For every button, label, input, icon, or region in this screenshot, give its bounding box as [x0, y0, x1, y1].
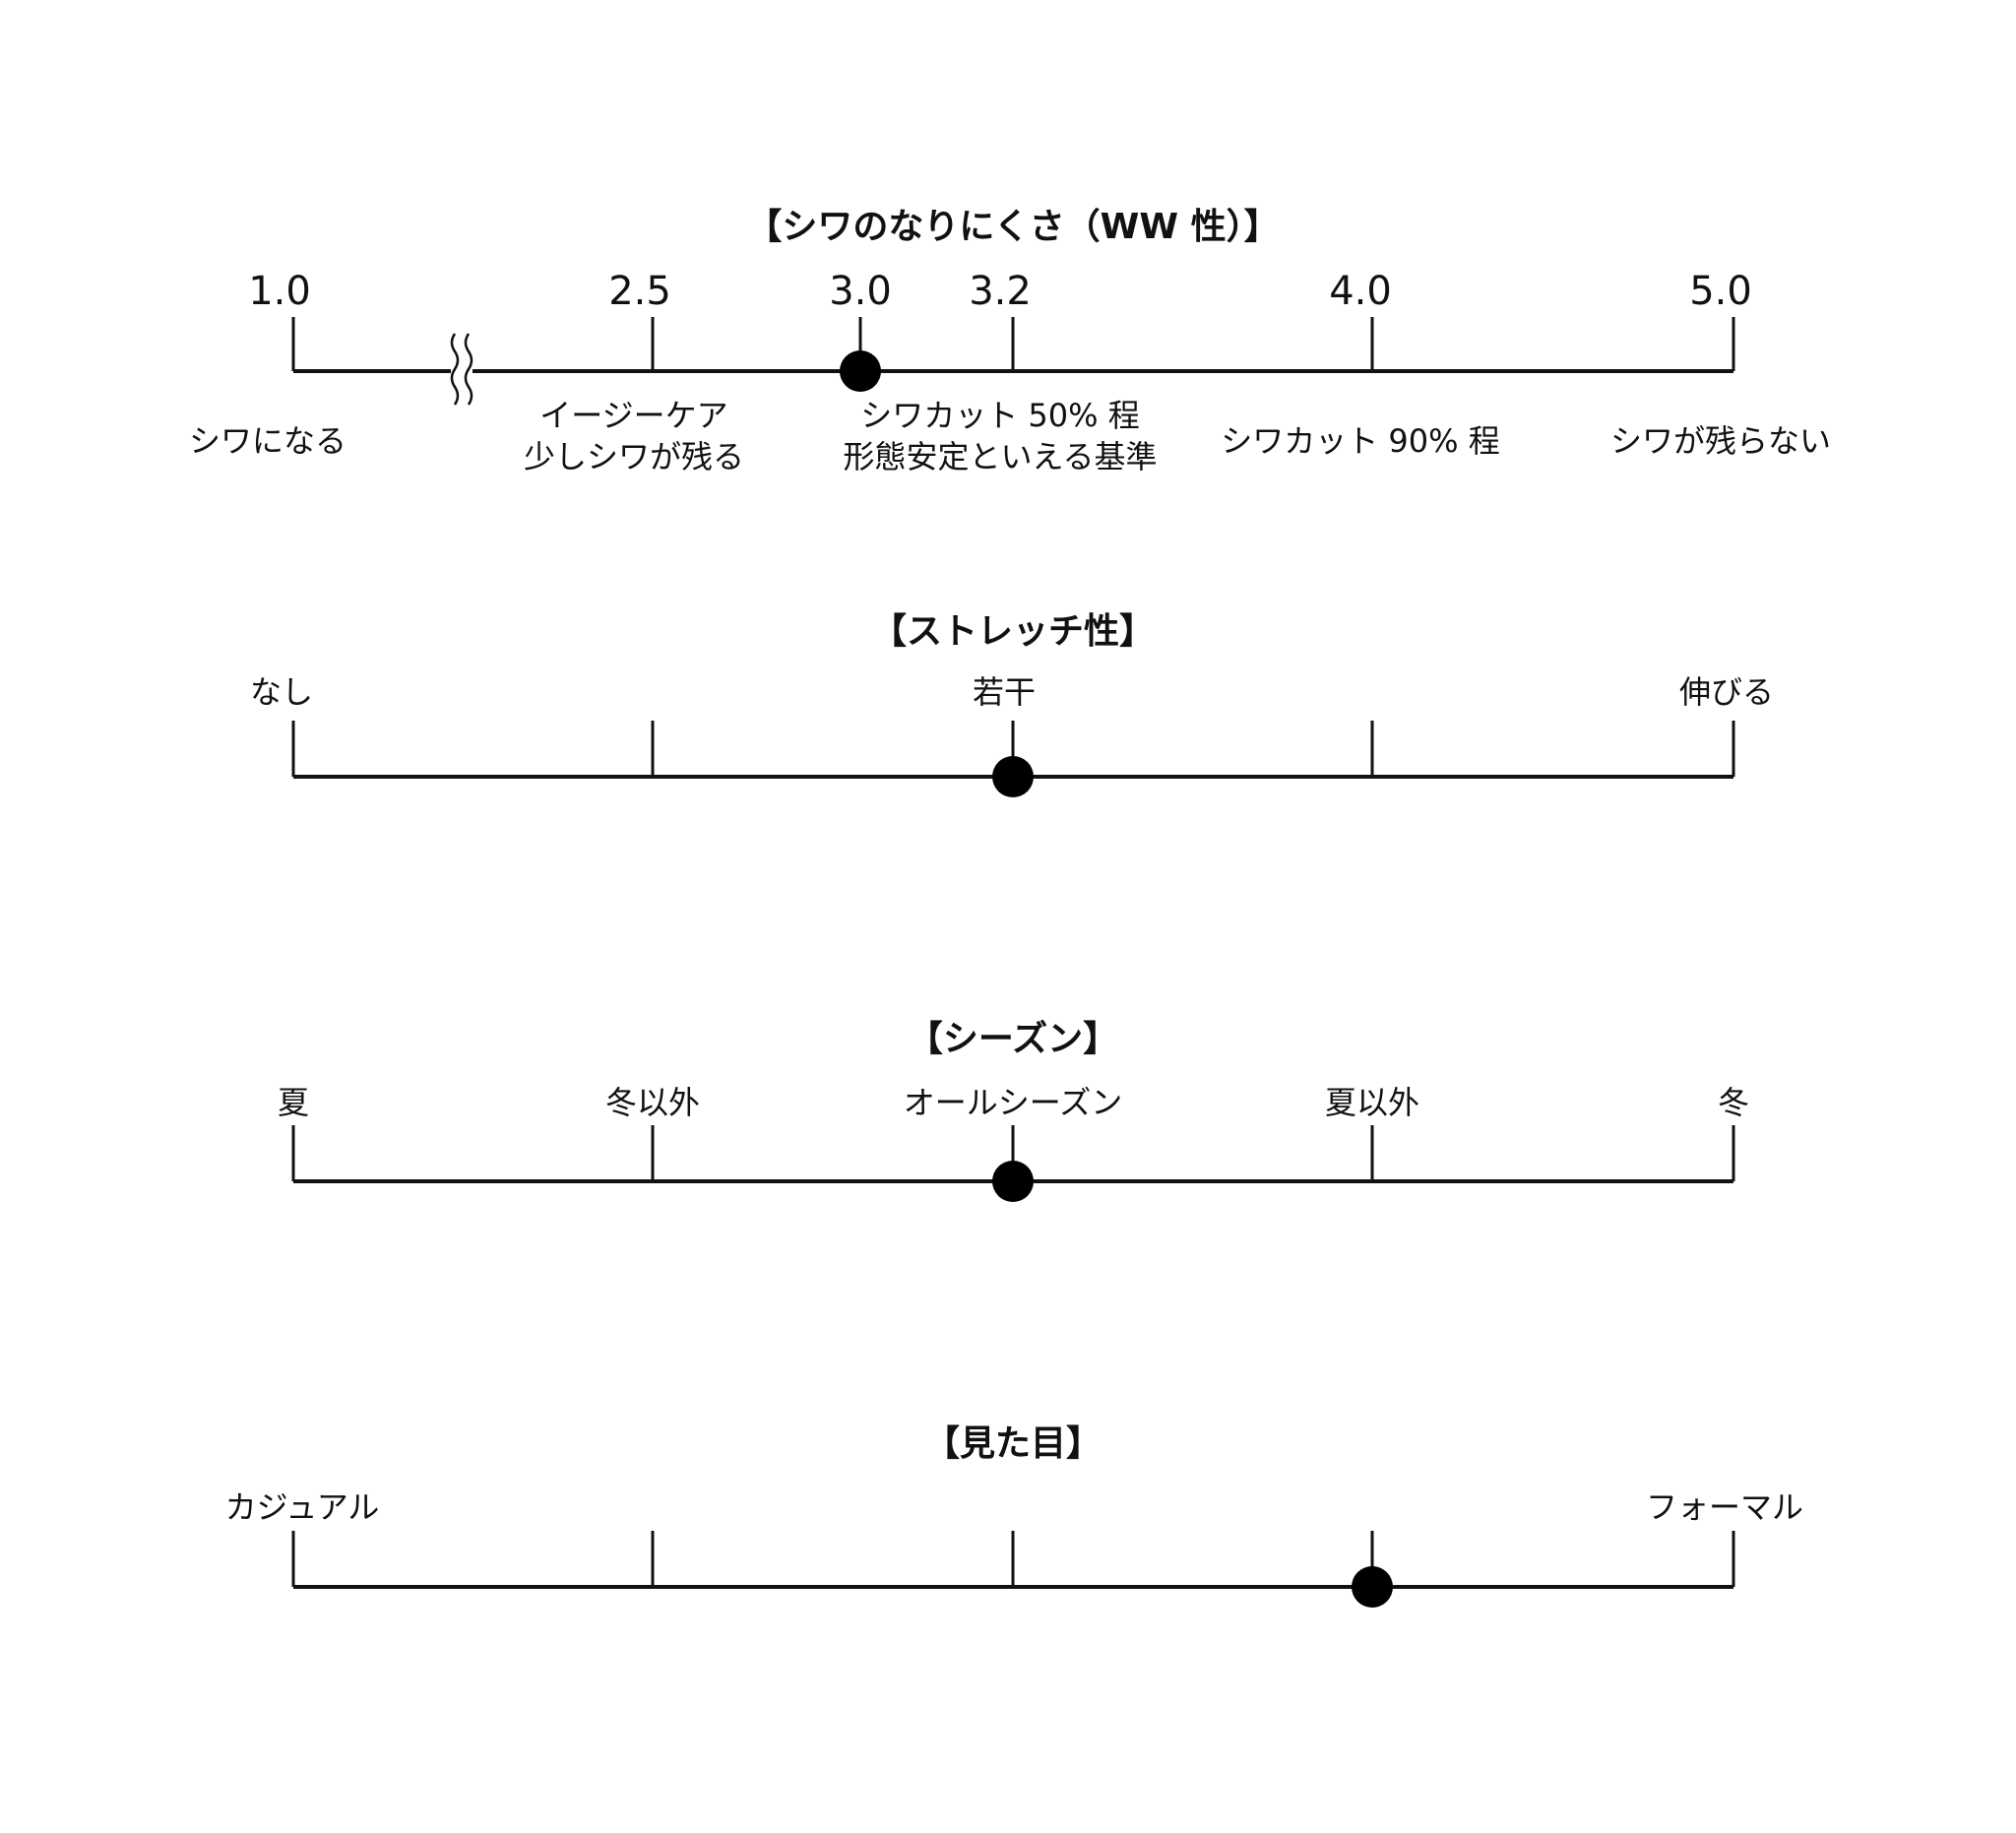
description: シワカット 90% 程	[1221, 422, 1500, 460]
marker-dot	[992, 1161, 1034, 1202]
scale-label: オールシーズン	[903, 1084, 1123, 1121]
scale-label: 冬	[1717, 1084, 1750, 1121]
scale-title-stretch: 【ストレッチ性】	[870, 611, 1156, 652]
scale-label: フォーマル	[1645, 1488, 1804, 1526]
description: イージーケア 少しシワが残る	[523, 397, 745, 475]
tick-label: 4.0	[1329, 269, 1392, 314]
axis-break-icon	[464, 333, 473, 406]
tick-label: 2.5	[608, 269, 671, 314]
tick-label: 5.0	[1689, 269, 1752, 314]
scale-title-appearance: 【見た目】	[923, 1423, 1102, 1464]
tick-label: 3.2	[969, 269, 1032, 314]
scale-label: 伸びる	[1678, 673, 1775, 711]
tick-label: 1.0	[248, 269, 311, 314]
description: シワが残らない	[1609, 422, 1832, 460]
scale-label: 若干	[972, 673, 1037, 711]
scale-label: なし	[249, 673, 314, 711]
description: シワになる	[188, 422, 347, 460]
marker-dot	[840, 350, 881, 392]
marker-dot	[1352, 1566, 1393, 1608]
marker-dot	[992, 756, 1034, 797]
scale-title-season: 【シーズン】	[907, 1019, 1119, 1059]
scale-label: 冬以外	[604, 1084, 701, 1121]
axis-break-icon	[450, 333, 460, 406]
scale-title-wrinkle: 【シワのなりにくさ（WW 性）】	[746, 207, 1280, 247]
scale-label: カジュアル	[224, 1488, 380, 1526]
tick-label: 3.0	[829, 269, 892, 314]
scale-label: 夏	[277, 1084, 310, 1121]
scale-label: 夏以外	[1324, 1084, 1420, 1121]
description: シワカット 50% 程 形態安定といえる基準	[843, 397, 1158, 475]
